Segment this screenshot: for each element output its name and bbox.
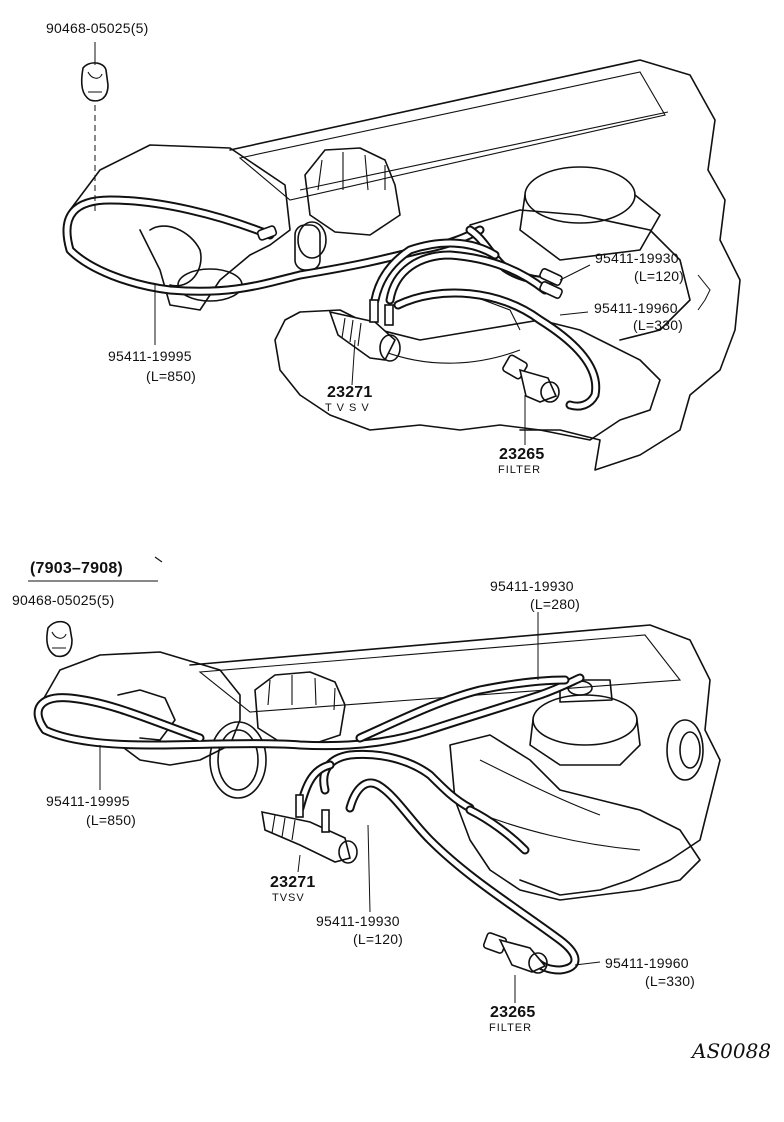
bottom-engine-assembly	[39, 624, 721, 901]
bottom-air-intake	[39, 651, 241, 766]
top-hose-nipples	[256, 225, 563, 299]
bottom-hose-short	[295, 749, 475, 813]
bottom-tvsv-name-label: TVSV	[272, 892, 305, 904]
top-hose-a-length-label: (L=120)	[634, 268, 685, 284]
bottom-hose-top-length-label: (L=280)	[530, 596, 581, 612]
bottom-intake-manifold	[449, 734, 701, 901]
bottom-hose-top-part-label: 95411-19930	[490, 578, 574, 594]
bottom-hose-main-length-label: (L=850)	[86, 812, 137, 828]
bottom-leader-lines	[28, 556, 601, 1003]
bottom-hose-top	[355, 675, 570, 743]
top-filter	[502, 354, 560, 403]
top-carburetor	[469, 166, 691, 341]
bottom-tvsv-part-label: 23271	[270, 874, 316, 891]
top-hose-main-part-label: 95411-19995	[108, 348, 192, 364]
top-engine-assembly	[69, 59, 741, 471]
bottom-filter-part-label: 23265	[490, 1004, 536, 1021]
top-hose-a-part-label: 95411-19930	[595, 250, 679, 266]
top-tvsv-part-label: 23271	[327, 384, 373, 401]
bottom-hose-long-length-label: (L=330)	[645, 973, 696, 989]
top-intake-manifold	[274, 309, 661, 441]
bottom-hose-main	[33, 673, 585, 751]
bottom-hose-long-part-label: 95411-19960	[605, 955, 689, 971]
top-hose-clamp	[80, 62, 109, 102]
bottom-hose-short-part-label: 95411-19930	[316, 913, 400, 929]
top-head-cover	[229, 59, 741, 471]
bottom-date-range-label: (7903–7908)	[30, 560, 123, 577]
bottom-head-cover	[189, 624, 721, 896]
top-leader-lines	[94, 42, 711, 445]
top-distributor	[294, 147, 401, 271]
bottom-hose-main-part-label: 95411-19995	[46, 793, 130, 809]
bottom-filter-name-label: FILTER	[489, 1022, 533, 1034]
top-filter-name-label: FILTER	[498, 464, 542, 476]
bottom-distributor	[209, 671, 346, 799]
top-clamp-part-label: 90468-05025(5)	[46, 20, 149, 36]
bottom-hose-short-length-label: (L=120)	[353, 931, 404, 947]
top-tvsv-valve	[328, 299, 401, 362]
bottom-tvsv-valve	[261, 794, 358, 864]
top-hose-b-part-label: 95411-19960	[594, 300, 678, 316]
bottom-carburetor	[529, 679, 704, 781]
top-tvsv-name-label: T V S V	[325, 402, 370, 414]
figure-code-label: AS0088	[692, 1039, 772, 1063]
top-hose-b	[370, 238, 601, 411]
bottom-filter	[482, 932, 548, 974]
bottom-hose-clamp	[46, 620, 73, 658]
top-air-intake	[69, 144, 291, 311]
top-hose-main-length-label: (L=850)	[146, 368, 197, 384]
bottom-hose-long	[345, 778, 580, 975]
top-filter-part-label: 23265	[499, 446, 545, 463]
bottom-clamp-part-label: 90468-05025(5)	[12, 592, 115, 608]
top-hose-b-length-label: (L=330)	[633, 317, 684, 333]
